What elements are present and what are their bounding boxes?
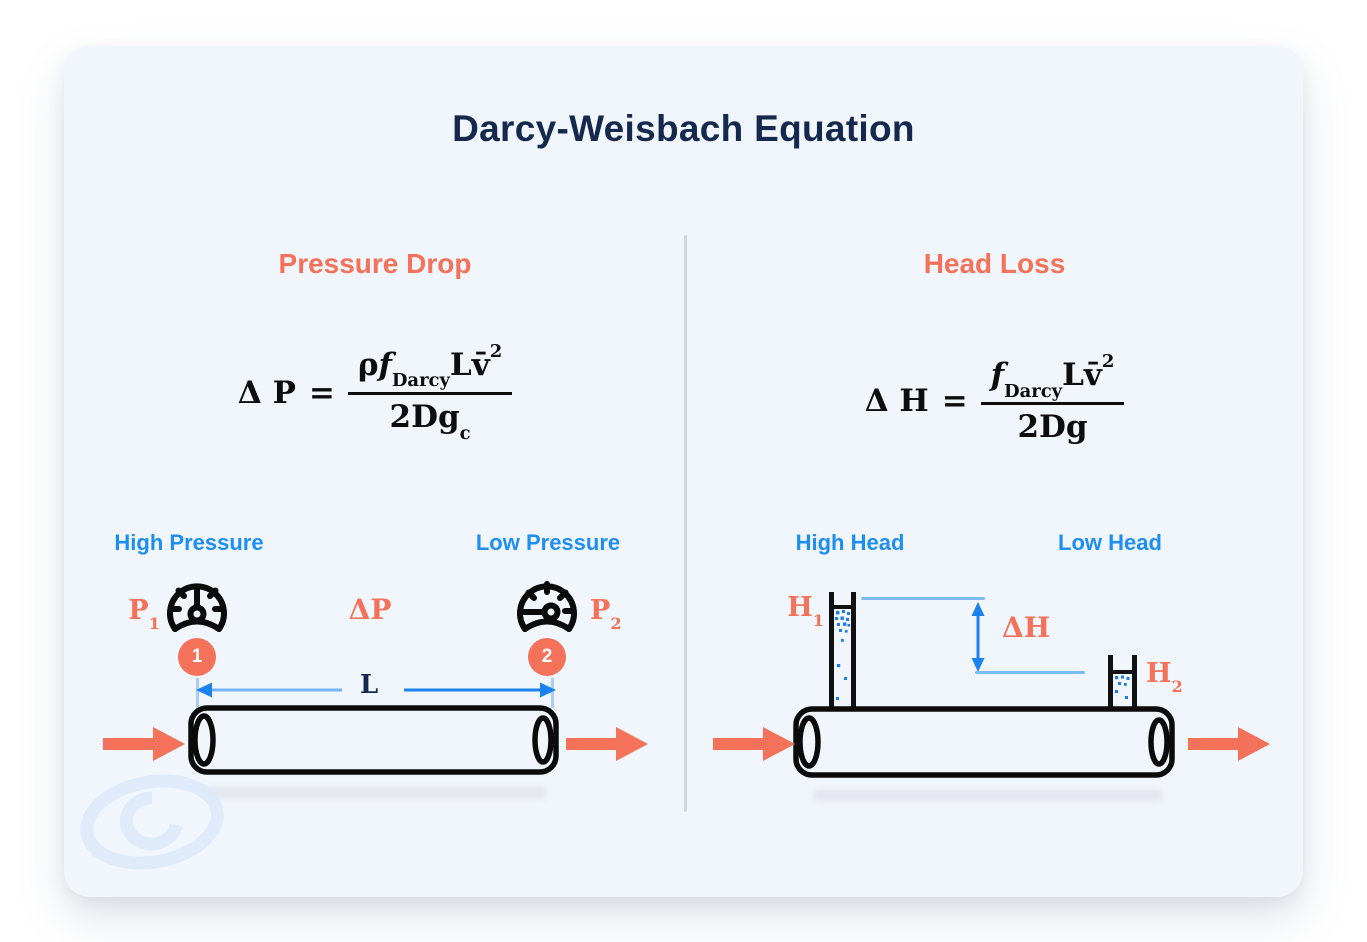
- h1-subscript: 1: [812, 611, 824, 631]
- gauge-needle-up-icon: [167, 583, 227, 632]
- panel-divider: [684, 235, 687, 812]
- head-panel-heading: Head Loss: [923, 248, 1066, 279]
- pressure-eq-lhs: Δ P: [237, 375, 296, 411]
- length-velocity-term: Lv̄: [1062, 356, 1102, 393]
- pressure-panel-heading: Pressure Drop: [278, 248, 472, 279]
- gauge-needle-left-icon: [517, 581, 577, 632]
- p2-subscript: 2: [610, 614, 622, 634]
- point-2-badge: 2: [528, 638, 566, 676]
- low-pressure-label: Low Pressure: [475, 530, 621, 555]
- water-speckles-high: [835, 610, 851, 700]
- extension-line-2: [551, 678, 554, 708]
- head-eq-denominator: 2Dg: [1017, 405, 1087, 445]
- pipe-right: [793, 706, 1175, 778]
- flow-arrow-in-left: [103, 727, 185, 761]
- length-velocity-term: Lv̄: [449, 346, 490, 383]
- head-eq-fraction: fDarcyLv̄2 2Dg: [980, 351, 1125, 445]
- head-eq-sign: =: [941, 383, 968, 419]
- friction-factor-subscript: Darcy: [1004, 380, 1063, 402]
- flow-arrow-in-right: [713, 727, 795, 761]
- pressure-eq-fraction: ρfDarcyLv̄2 2Dgc: [347, 341, 513, 444]
- h2-subscript: 2: [1171, 677, 1183, 697]
- velocity-exponent: 2: [489, 341, 503, 363]
- friction-factor-symbol: f: [990, 356, 1005, 393]
- denominator-term: 2Dg: [389, 399, 460, 435]
- low-head-label: Low Head: [1058, 530, 1162, 555]
- pressure-equation: Δ P = ρfDarcyLv̄2 2Dgc: [64, 338, 686, 448]
- denominator-term: 2Dg: [1017, 409, 1088, 446]
- friction-factor-symbol: f: [378, 346, 392, 383]
- h2-symbol: H: [1146, 658, 1172, 689]
- low-level-line: [975, 671, 1085, 674]
- flow-arrow-out-right: [1188, 727, 1270, 761]
- point-1-badge: 1: [178, 638, 216, 676]
- p1-label: P1: [112, 595, 160, 633]
- high-head-label: High Head: [795, 530, 905, 555]
- water-level-low: [1113, 670, 1132, 674]
- pipe-left: [188, 705, 559, 775]
- head-equation: Δ H = fDarcyLv̄2 2Dg: [686, 346, 1303, 456]
- gc-subscript: c: [459, 422, 471, 444]
- h1-symbol: H: [787, 592, 813, 623]
- p2-label: P2: [590, 595, 650, 633]
- length-label: L: [359, 670, 379, 700]
- h2-label: H2: [1146, 658, 1206, 696]
- extension-line-1: [196, 678, 199, 708]
- velocity-exponent: 2: [1101, 351, 1115, 373]
- water-speckles-low: [1115, 675, 1130, 699]
- h1-label: H1: [776, 592, 824, 630]
- p2-symbol: P: [590, 595, 611, 626]
- water-level-high: [834, 605, 851, 609]
- pressure-eq-denominator: 2Dgc: [389, 395, 471, 444]
- rho-symbol: ρ: [357, 346, 379, 383]
- pressure-eq-sign: =: [308, 375, 335, 411]
- page-title: Darcy-Weisbach Equation: [452, 108, 915, 149]
- diagram-card: Darcy-Weisbach Equation Pressure Drop He…: [64, 46, 1303, 897]
- p1-subscript: 1: [148, 614, 160, 634]
- friction-factor-subscript: Darcy: [391, 370, 450, 392]
- delta-p-label: ΔP: [348, 593, 392, 626]
- pipe-shadow-left: [206, 786, 548, 799]
- delta-h-arrow: [971, 602, 985, 672]
- pipe-shadow-right: [812, 789, 1164, 802]
- pressure-eq-numerator: ρfDarcyLv̄2: [347, 341, 513, 395]
- piezometer-low: [1108, 655, 1137, 707]
- high-level-line: [861, 597, 985, 600]
- delta-h-label: ΔH: [1002, 611, 1051, 644]
- high-pressure-label: High Pressure: [114, 530, 264, 555]
- p1-symbol: P: [128, 595, 149, 626]
- piezometer-high: [829, 592, 856, 710]
- head-eq-lhs: Δ H: [864, 383, 929, 419]
- head-eq-numerator: fDarcyLv̄2: [980, 351, 1125, 406]
- swirl-logo-icon: [80, 774, 224, 870]
- flow-arrow-out-left: [566, 727, 648, 761]
- length-dimension-arrows: [196, 682, 556, 698]
